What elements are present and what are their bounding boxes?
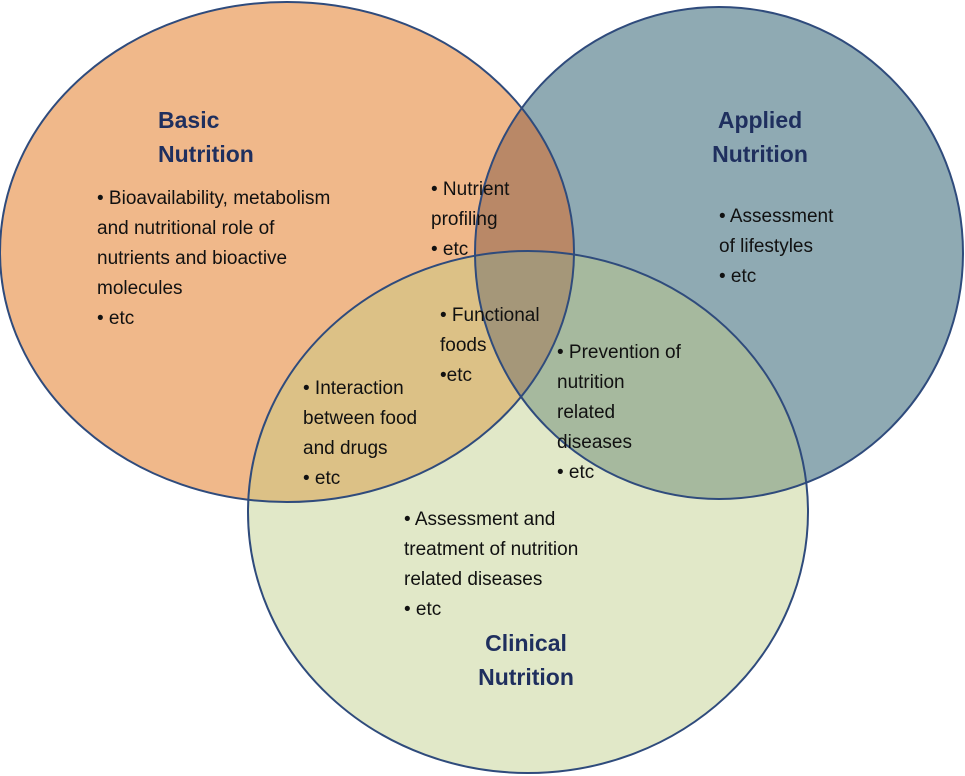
list-item: • etc — [404, 599, 442, 620]
list-item: • etc — [303, 468, 341, 489]
clinical-title-line1: Clinical — [485, 630, 567, 656]
list-item: • etc — [431, 239, 469, 260]
list-item: • Assessment — [719, 206, 834, 227]
clinical-nutrition-items: • Assessment and treatment of nutrition … — [404, 505, 578, 625]
list-item: of lifestyles — [719, 236, 813, 257]
list-item: • etc — [557, 462, 595, 483]
all-three-overlap-items: • Functional foods •etc — [440, 301, 540, 391]
clinical-title-line2: Nutrition — [478, 664, 574, 690]
list-item: diseases — [557, 432, 632, 453]
overlap-basic-clinical — [248, 251, 574, 502]
list-item: nutrition — [557, 372, 625, 393]
list-item: profiling — [431, 209, 498, 230]
applied-nutrition-outline — [474, 6, 964, 500]
basic-title-line1: Basic — [158, 107, 220, 133]
list-item: between food — [303, 408, 418, 429]
list-item: • etc — [719, 266, 757, 287]
list-item: related — [557, 402, 616, 423]
list-item: • etc — [97, 308, 135, 329]
list-item: • Prevention of — [557, 342, 681, 363]
basic-nutrition-items: • Bioavailability, metabolism and nutrit… — [97, 184, 330, 334]
basic-nutrition-title: Basic Nutrition — [158, 103, 254, 171]
overlap-applied-clinical — [475, 251, 808, 499]
basic-nutrition-outline — [0, 1, 575, 503]
list-item: and drugs — [303, 438, 388, 459]
list-item: treatment of nutrition — [404, 539, 579, 560]
applied-nutrition-items: • Assessment of lifestyles • etc — [719, 202, 833, 292]
applied-title-line1: Applied — [717, 107, 803, 133]
basic-clinical-overlap-items: • Interaction between food and drugs • e… — [303, 374, 417, 494]
list-item: • Interaction — [303, 378, 404, 399]
list-item: • Functional — [440, 305, 540, 326]
list-item: • Bioavailability, metabolism — [97, 188, 331, 209]
clinical-nutrition-title: Clinical Nutrition — [456, 626, 596, 694]
list-item: related diseases — [404, 569, 543, 590]
applied-title-line2: Nutrition — [712, 141, 808, 167]
list-item: molecules — [97, 278, 183, 299]
list-item: foods — [440, 335, 487, 356]
list-item: • Assessment and — [404, 509, 556, 530]
list-item: and nutritional role of — [97, 218, 275, 239]
basic-applied-overlap-items: • Nutrient profiling • etc — [431, 175, 509, 265]
list-item: • Nutrient — [431, 179, 510, 200]
clinical-nutrition-outline — [247, 250, 809, 774]
basic-title-line2: Nutrition — [158, 141, 254, 167]
list-item: nutrients and bioactive — [97, 248, 288, 269]
applied-clinical-overlap-items: • Prevention of nutrition related diseas… — [557, 338, 681, 488]
list-item: •etc — [440, 365, 472, 386]
applied-nutrition-title: Applied Nutrition — [690, 103, 830, 171]
